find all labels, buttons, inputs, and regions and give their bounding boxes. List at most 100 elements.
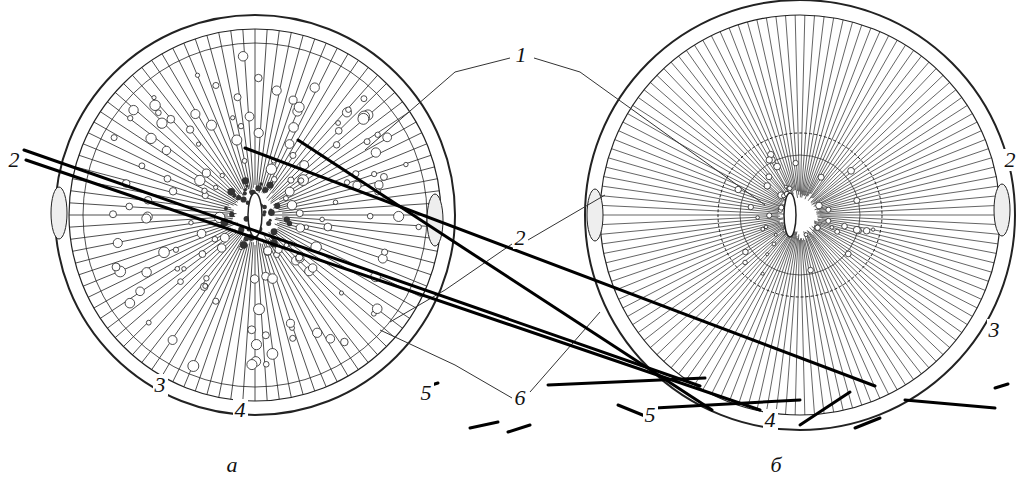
ray-line: [812, 226, 956, 340]
ray-line: [277, 167, 435, 209]
vessel-cell: [125, 298, 135, 308]
vessel-cell: [204, 276, 209, 281]
ray-line: [142, 67, 241, 193]
ray-line: [679, 56, 792, 201]
cambium-ring: [600, 15, 1000, 415]
ray-line: [815, 228, 962, 333]
ray-line: [650, 230, 785, 347]
vessel-cell: [766, 253, 769, 256]
ray-line: [275, 224, 427, 286]
ray-line: [268, 54, 348, 190]
ray-line: [820, 215, 1000, 216]
vessel-cell: [756, 216, 760, 220]
ray-line: [115, 92, 238, 199]
callout-number: 2: [7, 149, 22, 171]
ray-line: [600, 215, 779, 216]
ray-line: [819, 177, 996, 211]
ray-line: [601, 218, 778, 235]
vessel-cell: [203, 284, 208, 289]
ray-line: [766, 18, 797, 198]
ray-line: [812, 232, 929, 368]
ray-line: [808, 231, 905, 385]
vessel-cell: [382, 249, 388, 255]
side-bundle: [587, 189, 603, 241]
vessel-cell: [167, 115, 175, 123]
ray-line: [812, 235, 921, 374]
ray-line: [657, 232, 786, 355]
ray-line: [810, 227, 937, 361]
vessel-cell: [383, 133, 392, 142]
vessel-cell: [779, 205, 784, 210]
ray-line: [657, 75, 788, 201]
vessel-cell: [296, 224, 304, 232]
ray-line: [152, 60, 244, 196]
vessel-cell: [110, 211, 117, 218]
vessel-cell: [743, 260, 747, 264]
vessel-cell: [767, 213, 772, 218]
ray-line: [115, 230, 239, 337]
ray-line: [633, 226, 787, 325]
bark-outline: [585, 0, 1015, 430]
figure-letter: б: [768, 454, 783, 476]
ray-line: [822, 219, 998, 244]
vessel-cell: [372, 304, 382, 314]
vessel-cell: [213, 298, 219, 304]
vessel-cell: [283, 196, 288, 201]
dark-cell: [267, 182, 274, 189]
ray-line: [271, 112, 410, 204]
vessel-cell: [842, 223, 848, 229]
vessel-cell: [152, 96, 156, 100]
ray-line: [274, 229, 409, 318]
vessel-cell: [250, 275, 258, 283]
inner-ring: [740, 155, 860, 275]
ray-line: [633, 105, 784, 201]
vessel-cell: [264, 247, 272, 255]
vessel-cell: [159, 247, 170, 258]
vessel-cell: [199, 251, 206, 258]
vessel-cell: [339, 291, 343, 295]
ray-line: [100, 229, 235, 318]
dark-cell: [240, 241, 247, 248]
vessel-cell: [367, 213, 373, 219]
left-section: [51, 15, 455, 415]
vessel-cell: [787, 186, 792, 191]
side-bundle: [994, 184, 1010, 236]
ray-line: [808, 236, 888, 395]
ray-line: [184, 237, 247, 387]
ray-line: [703, 232, 793, 390]
vessel-cell: [263, 361, 269, 367]
vessel-cell: [346, 107, 351, 112]
ray-line: [814, 225, 972, 316]
vessel-cell: [826, 207, 831, 212]
callout-number: 5: [419, 382, 434, 404]
ray-line: [275, 232, 403, 329]
vessel-cell: [324, 223, 332, 231]
right-section: [585, 0, 1015, 430]
ray-line: [800, 15, 804, 197]
vessel-cell: [286, 319, 294, 327]
callout-number: 4: [233, 399, 248, 421]
vessel-cell: [764, 183, 770, 189]
ray-line: [671, 62, 788, 198]
ray-line: [256, 29, 267, 190]
vessel-cell: [175, 266, 180, 271]
vessel-cell: [774, 233, 777, 236]
vessel-cell: [186, 126, 193, 133]
ray-line: [628, 114, 783, 203]
dark-cell: [243, 191, 247, 195]
vessel-cell: [863, 228, 869, 234]
vessel-cell: [848, 167, 855, 174]
ray-line: [664, 232, 787, 361]
vessel-cell: [220, 233, 229, 242]
vessel-cell: [267, 348, 278, 359]
vessel-cell: [162, 146, 170, 154]
ray-line: [664, 69, 787, 198]
dark-cell: [255, 185, 261, 191]
vessel-cell: [136, 287, 145, 296]
callout-number: 5: [643, 404, 658, 426]
ray-line: [79, 155, 229, 205]
vessel-cell: [294, 102, 304, 112]
vessel-cell: [296, 210, 303, 217]
ray-line: [820, 140, 986, 206]
vessel-cell: [146, 133, 156, 143]
